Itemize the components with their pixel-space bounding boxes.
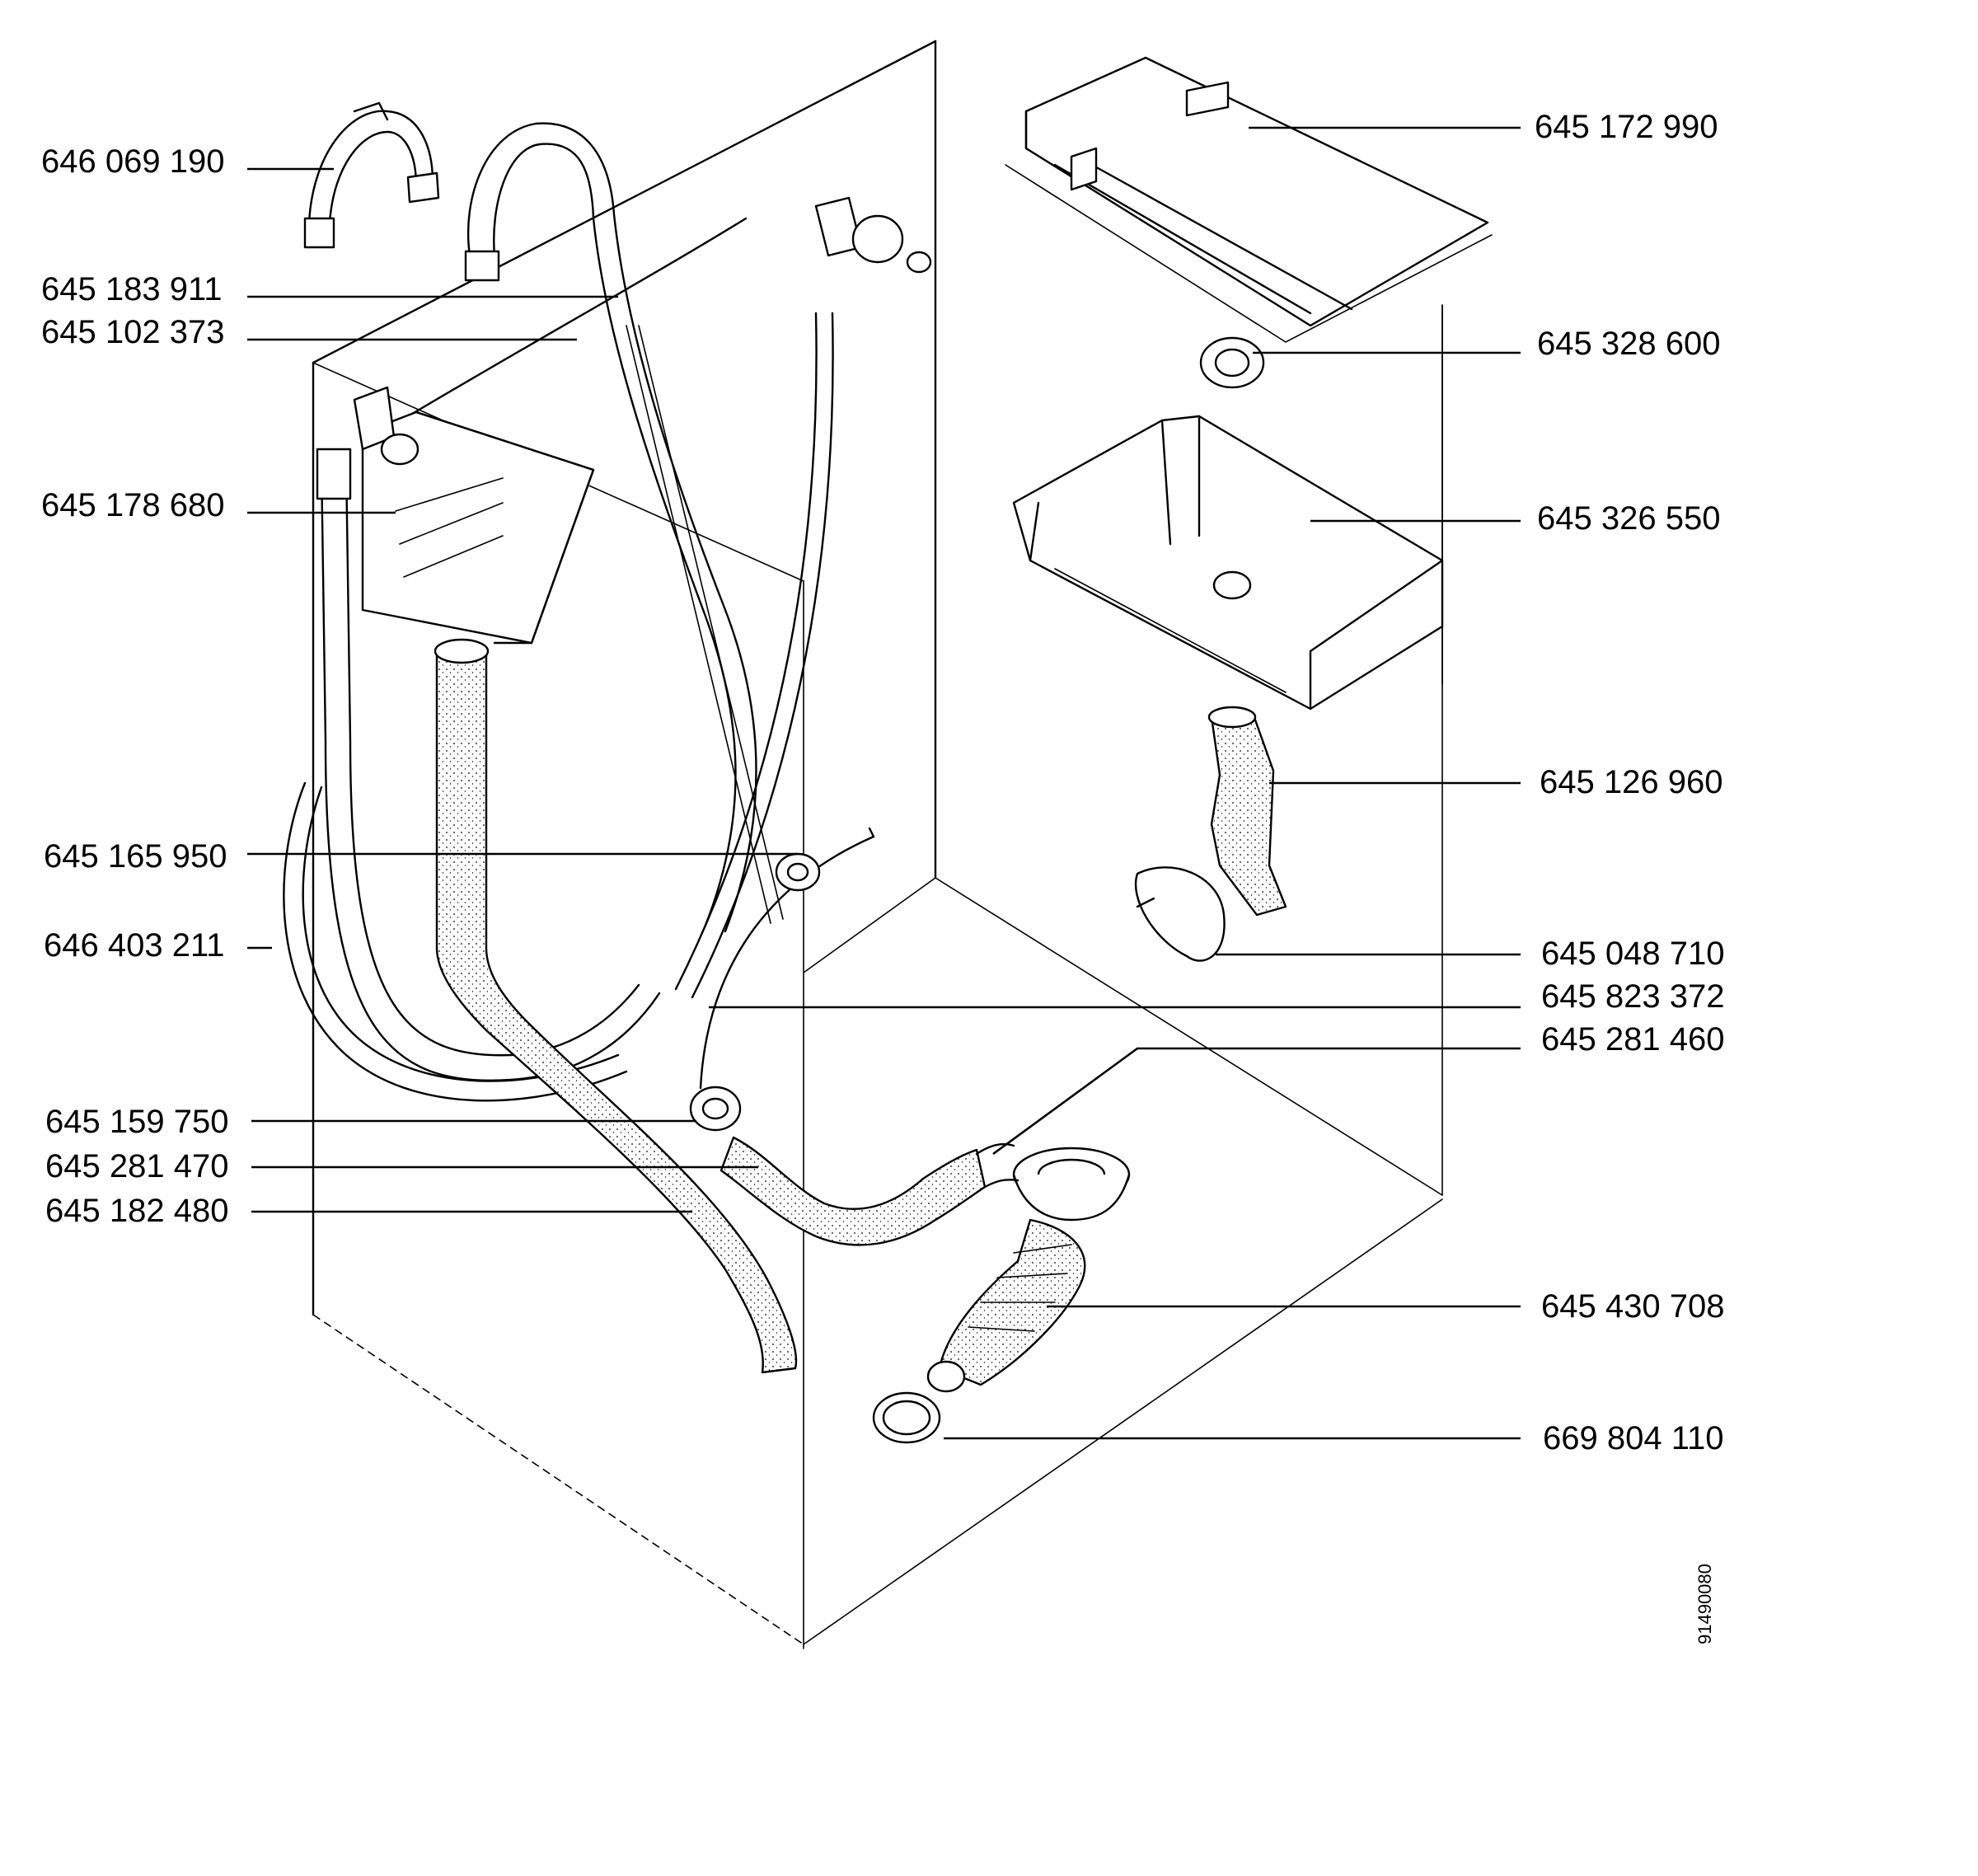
- hose-d-part: [434, 638, 798, 1374]
- hose-c-part: [719, 1136, 987, 1246]
- wire-a-part: [386, 217, 784, 924]
- bellow-pipe-part: [1207, 706, 1287, 917]
- pump-hood-bracket-part: [303, 101, 440, 249]
- label-tray: 645 326 550: [1537, 500, 1720, 537]
- grommet-b-part: [689, 1086, 742, 1132]
- sump-part: [1012, 1147, 1131, 1222]
- label-hose-a: 645 183 911: [41, 271, 222, 307]
- label-hose-c: 645 281 470: [45, 1148, 228, 1184]
- sump-bellow-part: [938, 1218, 1086, 1386]
- tray-part: [1012, 415, 1444, 711]
- label-bellow-pipe: 645 126 960: [1540, 764, 1723, 800]
- hose-a-part: [464, 122, 757, 933]
- label-pump-hood-bracket: 646 069 190: [41, 143, 224, 180]
- label-hose-clamp: 669 804 110: [1543, 1420, 1723, 1456]
- grommet-a-part: [775, 852, 821, 892]
- label-grommet-a: 645 165 950: [44, 838, 227, 875]
- detergent-box-part: [353, 386, 595, 645]
- label-hose-d: 645 182 480: [45, 1193, 228, 1229]
- label-elbow-hose: 645 281 460: [1541, 1021, 1724, 1058]
- label-top-lid: 645 172 990: [1535, 109, 1718, 145]
- label-hose-b: 646 403 211: [44, 927, 224, 964]
- label-wire-a: 645 102 373: [41, 314, 224, 350]
- leader-lines: [247, 126, 1521, 1440]
- seal-ring-part: [1199, 336, 1265, 389]
- hose-b-part: [283, 448, 661, 1102]
- label-wire-b: 645 823 372: [1541, 978, 1724, 1015]
- elbow-hose-part: [975, 1142, 1019, 1189]
- part-number-labels: 646 069 190 645 183 911 645 102 373 645 …: [41, 109, 1724, 1644]
- label-seal-ring: 645 328 600: [1537, 326, 1720, 362]
- inlet-hose-part: [674, 196, 932, 999]
- label-valve-disc: 645 048 710: [1541, 936, 1724, 972]
- label-detergent-box: 645 178 680: [41, 487, 224, 523]
- valve-disc-part: [1134, 866, 1226, 962]
- hose-clamp-part: [872, 1360, 966, 1444]
- wire-b-part: [699, 827, 875, 1090]
- label-sump-bellow: 645 430 708: [1541, 1288, 1724, 1325]
- document-id: 91490080: [1694, 1564, 1715, 1644]
- top-lid-part: [1005, 56, 1493, 343]
- cabinet-outline: [312, 40, 1443, 1649]
- label-grommet-b: 645 159 750: [45, 1104, 228, 1140]
